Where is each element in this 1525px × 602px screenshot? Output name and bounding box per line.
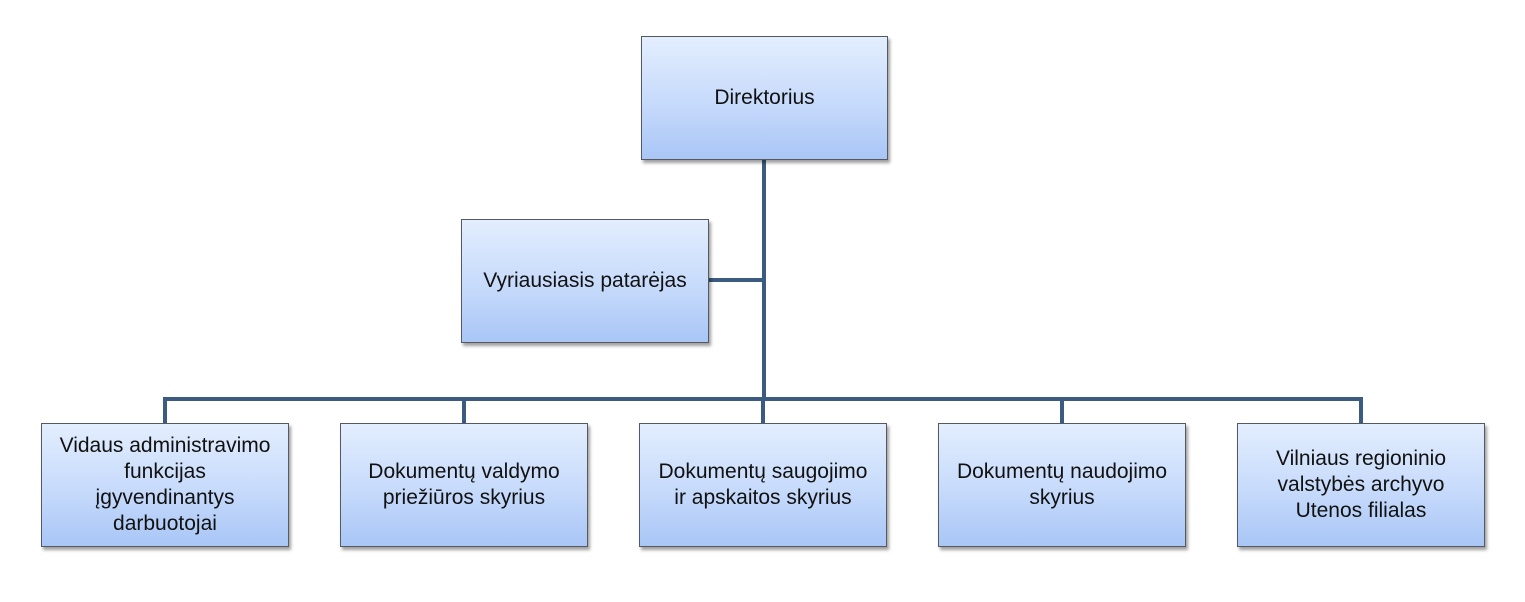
box-utena-branch: Vilniaus regioninio valstybės archyvo Ut… (1237, 423, 1485, 547)
box-internal-administration-label: Vidaus administravimo funkcijas įgyvendi… (59, 433, 271, 536)
box-document-management-supervision: Dokumentų valdymo priežiūros skyrius (340, 423, 588, 547)
box-chief-advisor: Vyriausiasis patarėjas (461, 219, 709, 343)
box-chief-advisor-label: Vyriausiasis patarėjas (483, 268, 687, 292)
box-director: Direktorius (641, 36, 888, 160)
box-internal-administration: Vidaus administravimo funkcijas įgyvendi… (41, 423, 289, 547)
box-document-storage-accounting-label: Dokumentų saugojimo ir apskaitos skyrius (658, 459, 868, 509)
box-document-management-supervision-label: Dokumentų valdymo priežiūros skyrius (368, 459, 560, 509)
box-director-label: Direktorius (714, 85, 815, 109)
box-document-use: Dokumentų naudojimo skyrius (938, 423, 1186, 547)
box-document-use-label: Dokumentų naudojimo skyrius (956, 459, 1168, 509)
box-utena-branch-label: Vilniaus regioninio valstybės archyvo Ut… (1275, 446, 1447, 523)
box-document-storage-accounting: Dokumentų saugojimo ir apskaitos skyrius (639, 423, 887, 547)
